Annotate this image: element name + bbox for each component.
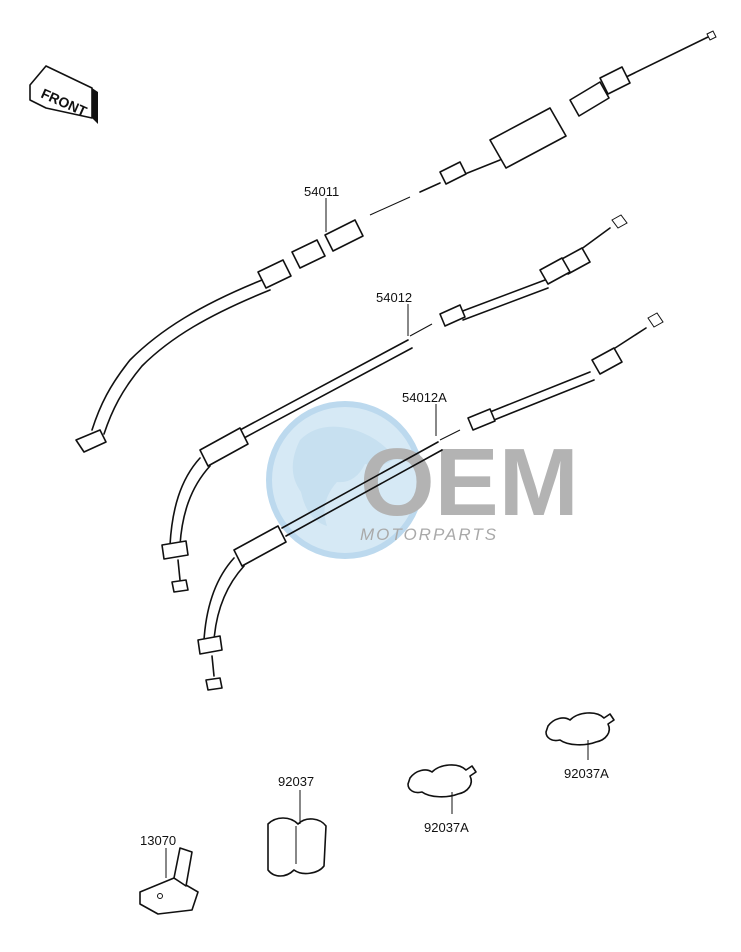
watermark-logo: OEM bbox=[360, 429, 579, 536]
cable-54012 bbox=[161, 214, 628, 593]
callout-54012A: 54012A bbox=[402, 390, 447, 405]
callout-92037A-middle: 92037A bbox=[424, 820, 469, 835]
watermark-subtitle: MOTORPARTS bbox=[360, 525, 498, 544]
callout-92037A-right: 92037A bbox=[564, 766, 609, 781]
callout-54011: 54011 bbox=[304, 184, 339, 199]
callout-13070: 13070 bbox=[140, 833, 176, 848]
watermark-continents bbox=[292, 426, 395, 526]
front-arrow-icon: FRONT bbox=[29, 65, 98, 124]
callout-54012: 54012 bbox=[376, 290, 412, 305]
callout-92037: 92037 bbox=[278, 774, 314, 789]
bracket-13070 bbox=[139, 847, 199, 915]
cable-54011 bbox=[75, 30, 717, 453]
clamp-92037A-right bbox=[545, 712, 615, 760]
clamp-92037A-middle bbox=[407, 764, 477, 814]
watermark: OEM MOTORPARTS bbox=[266, 401, 579, 559]
clip-92037 bbox=[267, 790, 327, 877]
cable-54012A bbox=[197, 312, 664, 691]
